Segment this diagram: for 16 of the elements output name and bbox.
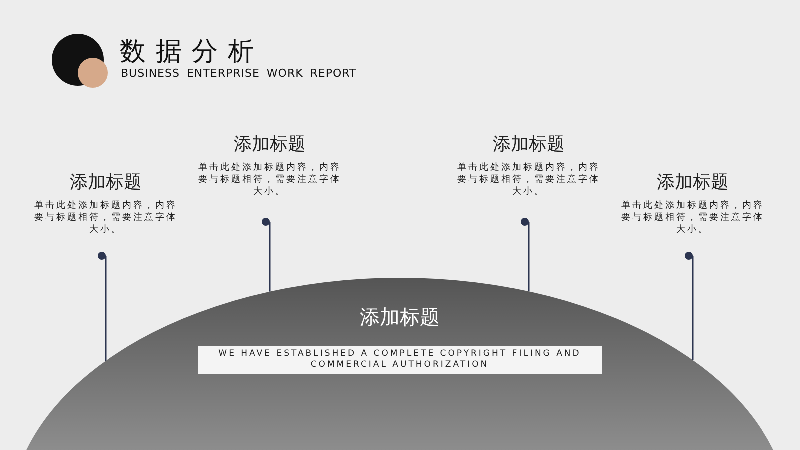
dome-title: 添加标题 xyxy=(359,304,441,331)
text-band: WE HAVE ESTABLISHED A COMPLETE COPYRIGHT FILING AND COMMERCIAL AUTHORIZATION xyxy=(198,346,602,374)
subtitle: BUSINESS ENTERPRISE WORK REPORT xyxy=(121,67,357,80)
connector-line xyxy=(685,252,694,360)
title: 数据分析 xyxy=(120,36,264,68)
callout-text: 单击此处添加标题内容，内容要与标题相符，需要注意字体大小。 xyxy=(456,162,602,198)
callout-title: 添加标题 xyxy=(234,134,306,156)
callout-text: 单击此处添加标题内容，内容要与标题相符，需要注意字体大小。 xyxy=(198,162,342,198)
connector-line xyxy=(262,218,271,292)
callout-title: 添加标题 xyxy=(70,172,142,194)
callout-title: 添加标题 xyxy=(493,134,565,156)
callout-text: 单击此处添加标题内容，内容要与标题相符，需要注意字体大小。 xyxy=(34,200,178,236)
callout-text: 单击此处添加标题内容，内容要与标题相符，需要注意字体大小。 xyxy=(620,200,766,236)
connector-line xyxy=(98,252,107,361)
connector-line xyxy=(521,218,530,292)
callout-title: 添加标题 xyxy=(657,172,729,194)
